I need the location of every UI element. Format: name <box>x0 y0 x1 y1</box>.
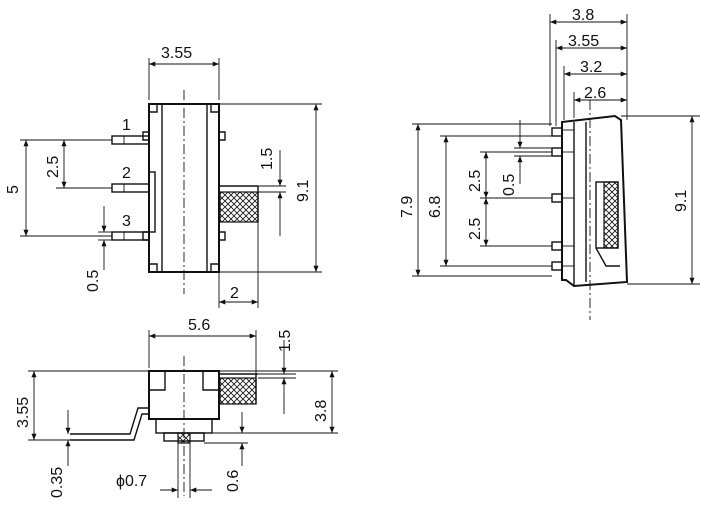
top-actuator-offset-label: 2 <box>230 285 239 302</box>
pin-label-1: 1 <box>122 117 131 134</box>
top-actuator <box>219 191 259 223</box>
pin-2 <box>111 183 150 193</box>
side-height-6-8: 6.8 <box>427 196 444 218</box>
pin-label-3: 3 <box>122 213 131 230</box>
top-span-label: 5 <box>5 185 22 194</box>
pin-label-2: 2 <box>122 165 131 182</box>
side-dim-3-55: 3.55 <box>568 33 599 50</box>
top-pin-width-label: 0.5 <box>85 270 102 292</box>
side-view: 3.8 3.55 3.2 2.6 7.9 6.8 2.5 0.5 2.5 <box>399 7 700 320</box>
top-pitch-label: 2.5 <box>45 156 62 178</box>
side-height-9-1: 9.1 <box>673 190 690 212</box>
side-pitch-top: 2.5 <box>467 170 484 192</box>
front-actuator-label: 1.5 <box>277 330 294 352</box>
front-view: 5.6 1.5 3.55 3.8 0.35 0.6 ϕ0.7 <box>15 317 338 498</box>
side-dim-3-8: 3.8 <box>572 7 594 24</box>
side-actuator <box>603 181 619 249</box>
side-height-7-9: 7.9 <box>399 196 416 218</box>
front-post-height-label: 0.6 <box>225 470 242 492</box>
side-view-body <box>561 114 629 288</box>
front-post-diameter-label: ϕ0.7 <box>116 473 147 490</box>
side-dim-2-6: 2.6 <box>584 85 606 102</box>
top-actuator-width-label: 1.5 <box>259 148 276 170</box>
side-pitch-bottom: 2.5 <box>467 218 484 240</box>
front-height-label: 3.55 <box>15 397 32 428</box>
top-height-label: 9.1 <box>295 180 312 202</box>
top-view: 1 2 3 3.55 5 2.5 0.5 1.5 9.1 <box>5 45 322 308</box>
side-dim-3-2: 3.2 <box>580 59 602 76</box>
front-total-height-label: 3.8 <box>313 400 330 422</box>
front-actuator <box>219 377 257 405</box>
top-width-label: 3.55 <box>161 45 192 62</box>
front-lead-thickness-label: 0.35 <box>49 467 66 498</box>
side-pin-width: 0.5 <box>501 174 518 196</box>
front-width-label: 5.6 <box>188 317 210 334</box>
front-lead <box>70 407 149 441</box>
